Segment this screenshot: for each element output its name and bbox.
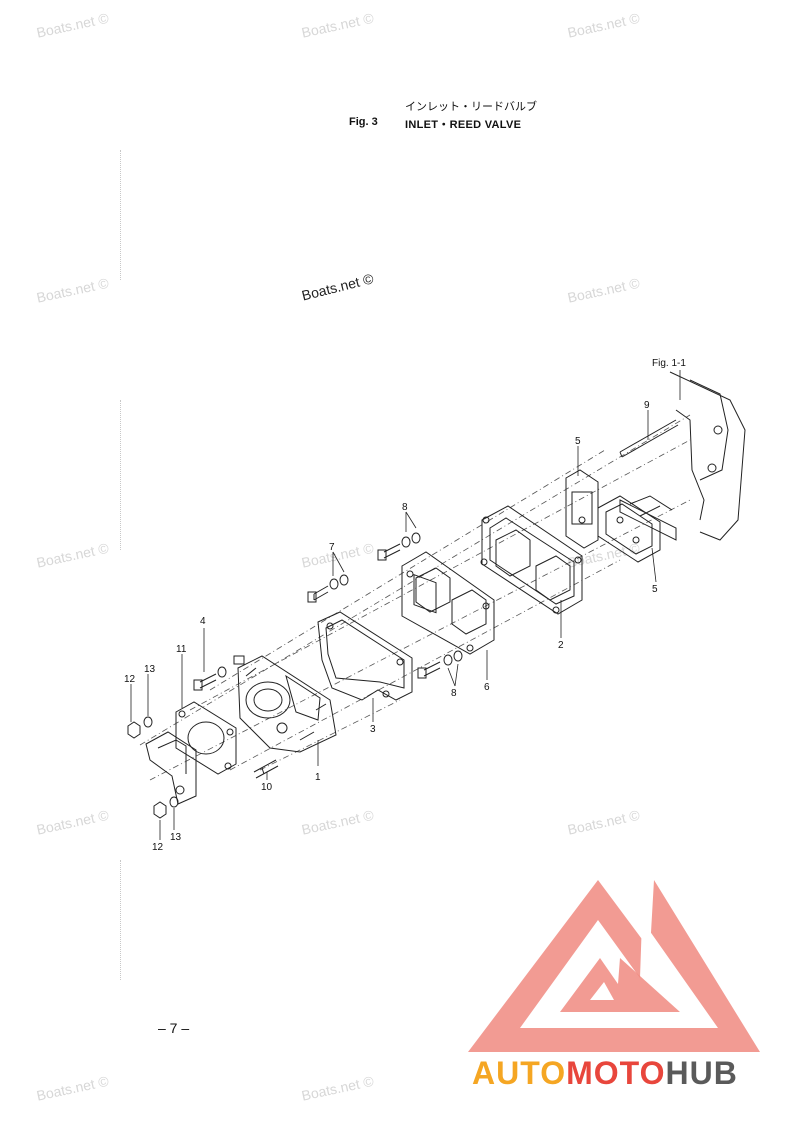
part-2-reed-block (480, 505, 583, 615)
callout-8b: 8 (451, 688, 457, 699)
part-13-washer-upper (143, 716, 153, 728)
callout-13: 13 (144, 664, 156, 675)
callout-5b: 5 (652, 584, 658, 595)
callout-6: 6 (484, 682, 490, 693)
margin-guide (120, 860, 123, 980)
logo-wordmark: AUTOMOTOHUB (472, 1055, 738, 1092)
margin-guide (120, 400, 123, 550)
part-4-bolt (193, 666, 227, 691)
part-12-nut-lower (153, 801, 167, 819)
page-title: INLET・REED VALVE (405, 119, 522, 131)
part-1-inlet-body (233, 655, 337, 753)
logo-part-moto: MOTO (566, 1055, 666, 1091)
part-7-bolt (307, 574, 349, 603)
assembly-lines (139, 414, 691, 781)
logo-part-hub: HUB (665, 1055, 738, 1091)
callout-4: 4 (200, 616, 206, 627)
part-6-reed-plate (401, 551, 495, 655)
title-japanese: インレット・リードバルブ (405, 100, 537, 113)
leader-lines (130, 370, 681, 840)
callout-11: 11 (176, 644, 187, 655)
callout-10: 10 (261, 782, 273, 793)
part-12-nut-upper (127, 721, 141, 739)
callout-9: 9 (644, 400, 650, 411)
part-8-bolt-lower (417, 650, 463, 679)
engine-casing (619, 371, 746, 541)
callout-13b: 13 (170, 832, 182, 843)
logo-triangle (468, 880, 760, 1052)
callout-3: 3 (370, 724, 376, 735)
page-number: – 7 – (158, 1020, 190, 1036)
margin-guide (120, 150, 123, 280)
callout-2: 2 (558, 640, 564, 651)
part-8-bolt-upper (377, 532, 421, 561)
callout-12b: 12 (152, 842, 164, 853)
logo-part-auto: AUTO (472, 1055, 567, 1091)
figure-reference: Fig. 1-1 (652, 358, 686, 369)
callout-8: 8 (402, 502, 408, 513)
callout-7: 7 (329, 542, 335, 553)
part-13-washer-lower (169, 796, 179, 808)
part-5-reed-petal (565, 469, 599, 549)
part-11-gasket (175, 701, 237, 775)
callout-1: 1 (315, 772, 321, 783)
part-9-stud (619, 419, 679, 458)
callout-12: 12 (124, 674, 136, 685)
part-5-reed-petal-2 (597, 495, 661, 563)
part-3-gasket (317, 611, 413, 701)
fitting-bracket (145, 731, 197, 805)
figure-label: Fig. 3 (349, 116, 378, 128)
callout-5: 5 (575, 436, 581, 447)
